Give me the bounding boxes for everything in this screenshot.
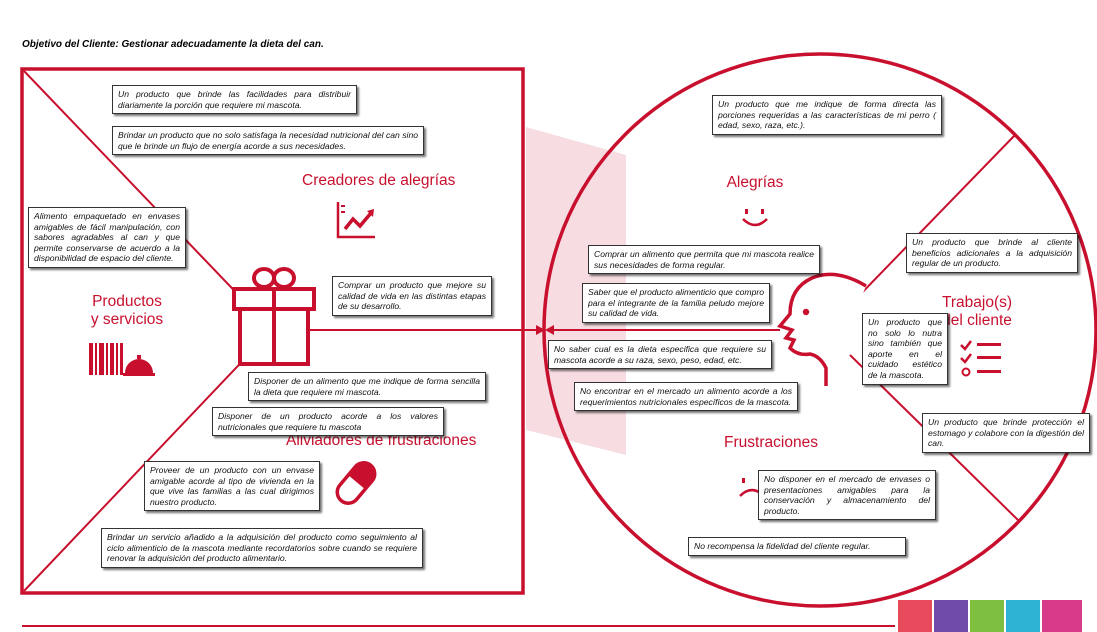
arrow-right-icon <box>536 325 545 335</box>
sticky-note: Saber que el producto alimenticio que co… <box>582 283 770 323</box>
sticky-note: Proveer de un producto con un envase ami… <box>144 461 320 512</box>
customer-profile-divider-1 <box>849 134 1016 306</box>
sticky-note: Disponer de un alimento que me indique d… <box>248 372 486 402</box>
logo-tile-cyan <box>1006 600 1040 632</box>
sticky-note: No saber cual es la dieta especifica que… <box>548 340 772 370</box>
page-title: Objetivo del Cliente: Gestionar adecuada… <box>22 39 324 50</box>
logo-tile-purple <box>934 600 968 632</box>
gains-heading: Alegrías <box>726 174 784 191</box>
value-map-diagonal-2 <box>23 329 273 592</box>
products-services-heading: Productos y servicios <box>90 293 164 328</box>
sticky-note: No encontrar en el mercado un alimento a… <box>574 382 798 412</box>
gift-icon <box>229 264 319 366</box>
logo-tile-green <box>970 600 1004 632</box>
sticky-note: Comprar un alimento que permita que mi m… <box>588 245 820 275</box>
logo-tile-red <box>898 600 932 632</box>
smile-icon <box>740 207 770 229</box>
sticky-note: Un producto que no solo lo nutra sino ta… <box>862 313 948 385</box>
sticky-note: Disponer de un producto acorde a los val… <box>212 407 444 437</box>
sticky-note: Un producto que me indique de forma dire… <box>712 95 942 135</box>
sticky-note: Alimento empaquetado en envases amigable… <box>28 207 186 268</box>
pain-relievers-heading: Aliviadores de frustraciones <box>286 432 477 449</box>
pill-icon <box>332 458 380 508</box>
fit-connector-shape <box>526 127 626 455</box>
sticky-note: Brindar un servicio añadido a la adquisi… <box>101 528 423 568</box>
sticky-note: No disponer en el mercado de envases o p… <box>758 470 936 521</box>
value-map-diagonal-1 <box>23 70 273 331</box>
sticky-note: Un producto que brinde al cliente benefi… <box>906 233 1078 273</box>
chart-up-icon <box>335 200 377 240</box>
sticky-note: No recompensa la fidelidad del cliente r… <box>688 537 906 556</box>
sticky-note: Un producto que brinde protección el est… <box>922 413 1090 453</box>
logo-tile-magenta <box>1042 600 1082 632</box>
barcode-bell-icon <box>89 338 155 378</box>
sticky-note: Un producto que brinde las facilidades p… <box>112 85 357 115</box>
sticky-note: Comprar un producto que mejore su calida… <box>332 276 492 316</box>
gain-creators-heading: Creadores de alegrías <box>302 172 456 189</box>
sticky-note: Brindar un producto que no solo satisfag… <box>112 126 424 156</box>
checklist-icon <box>960 340 1002 378</box>
pains-heading: Frustraciones <box>724 434 818 451</box>
face-profile-icon <box>776 268 871 388</box>
arrow-left-icon <box>545 325 554 335</box>
